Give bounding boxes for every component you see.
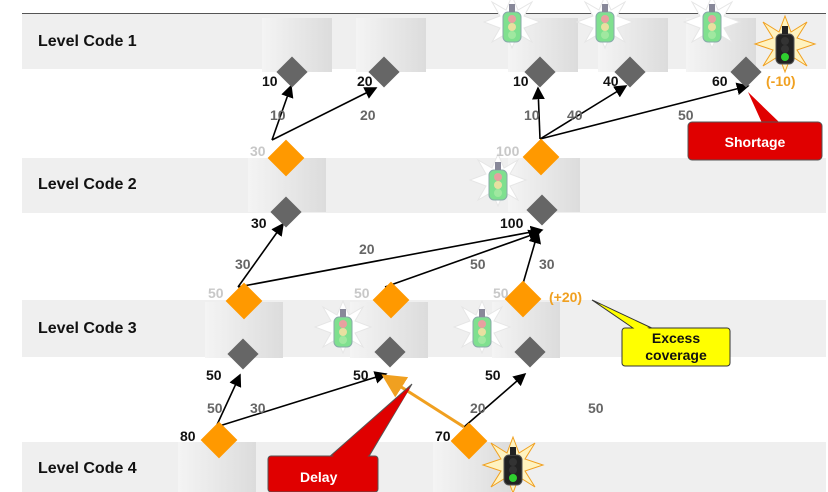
edge-label: 50 [470, 256, 486, 272]
edge-label: 30 [235, 256, 251, 272]
node-value: 50 [485, 367, 501, 383]
node-value: 10 [513, 73, 529, 89]
flow-arrow [215, 373, 242, 428]
edge-label: 30 [539, 256, 555, 272]
edge-label: 40 [567, 107, 583, 123]
top-rule [22, 13, 826, 14]
order-diamond [225, 282, 263, 320]
stock-box [356, 18, 426, 72]
edge-label: 20 [359, 241, 375, 257]
order-diamond [522, 138, 560, 176]
node-value: 50 [353, 367, 369, 383]
edge-label: 10 [270, 107, 286, 123]
level-band-2 [22, 158, 826, 213]
flow-arrow [532, 86, 545, 140]
edge-label: 50 [588, 400, 604, 416]
stock-diamond [276, 56, 308, 88]
stock-diamond [270, 196, 302, 228]
excess-label-line1: Excess [652, 330, 700, 346]
node-value: 40 [603, 73, 619, 89]
shortage-label: Shortage [725, 134, 786, 150]
node-value: 20 [357, 73, 373, 89]
flow-arrow [384, 229, 542, 288]
delay-arrow [381, 374, 465, 429]
stock-diamond [368, 56, 400, 88]
order-diamond [200, 421, 238, 459]
node-value: 100 [500, 215, 524, 231]
flow-arrow [539, 82, 750, 140]
traffic-light-icon [754, 15, 816, 73]
level-label-1: Level Code 1 [38, 33, 137, 50]
edge-labels: 10 20 10 40 50 30 20 50 30 50 30 20 50 [207, 107, 694, 416]
flow-arrow [521, 230, 542, 288]
level-label-2: Level Code 2 [38, 176, 137, 193]
edge-label: 30 [250, 400, 266, 416]
node-value: 50 [493, 285, 509, 301]
flow-arrow [237, 222, 284, 288]
level-label-4: Level Code 4 [38, 460, 137, 477]
node-values: 10 20 10 40 60 (-10) 30 100 30 100 50 50… [180, 73, 796, 444]
order-diamonds [200, 138, 560, 460]
stock-boxes [178, 18, 756, 492]
node-value: 100 [496, 143, 520, 159]
flow-arrows [215, 82, 750, 429]
node-value: 80 [180, 428, 196, 444]
level-label-3: Level Code 3 [38, 320, 137, 337]
stock-diamond [374, 336, 406, 368]
node-value: 70 [435, 428, 451, 444]
shortage-callout: Shortage [687, 92, 823, 161]
edge-label: 10 [524, 107, 540, 123]
order-diamond [372, 281, 410, 319]
flow-arrow [539, 85, 628, 140]
edge-label: 50 [678, 107, 694, 123]
edge-label: 20 [360, 107, 376, 123]
node-value: 50 [354, 285, 370, 301]
delay-callout: Delay [267, 383, 413, 492]
shortage-value: (-10) [766, 73, 796, 89]
traffic-light-icon [683, 0, 741, 49]
flow-arrow [215, 371, 388, 428]
node-value: 60 [712, 73, 728, 89]
edge-label: 50 [207, 400, 223, 416]
traffic-light-icon [483, 0, 541, 49]
excess-value: (+20) [549, 289, 582, 305]
level-band-4 [22, 442, 826, 492]
delay-label: Delay [300, 469, 338, 485]
flow-arrow [463, 372, 527, 428]
flow-arrow [237, 225, 544, 288]
traffic-light-icon [576, 0, 634, 49]
flow-arrow [271, 84, 294, 141]
node-value: 50 [206, 367, 222, 383]
order-diamond [504, 280, 542, 318]
node-value: 50 [208, 285, 224, 301]
node-value: 30 [250, 143, 266, 159]
order-diamond [267, 139, 305, 177]
stock-diamond [227, 338, 259, 370]
node-value: 30 [251, 215, 267, 231]
order-diamond [450, 422, 488, 460]
flow-arrow [271, 87, 378, 141]
edge-label: 20 [470, 400, 486, 416]
excess-callout: Excess coverage [591, 299, 731, 367]
node-value: 10 [262, 73, 278, 89]
excess-label-line2: coverage [645, 347, 707, 363]
